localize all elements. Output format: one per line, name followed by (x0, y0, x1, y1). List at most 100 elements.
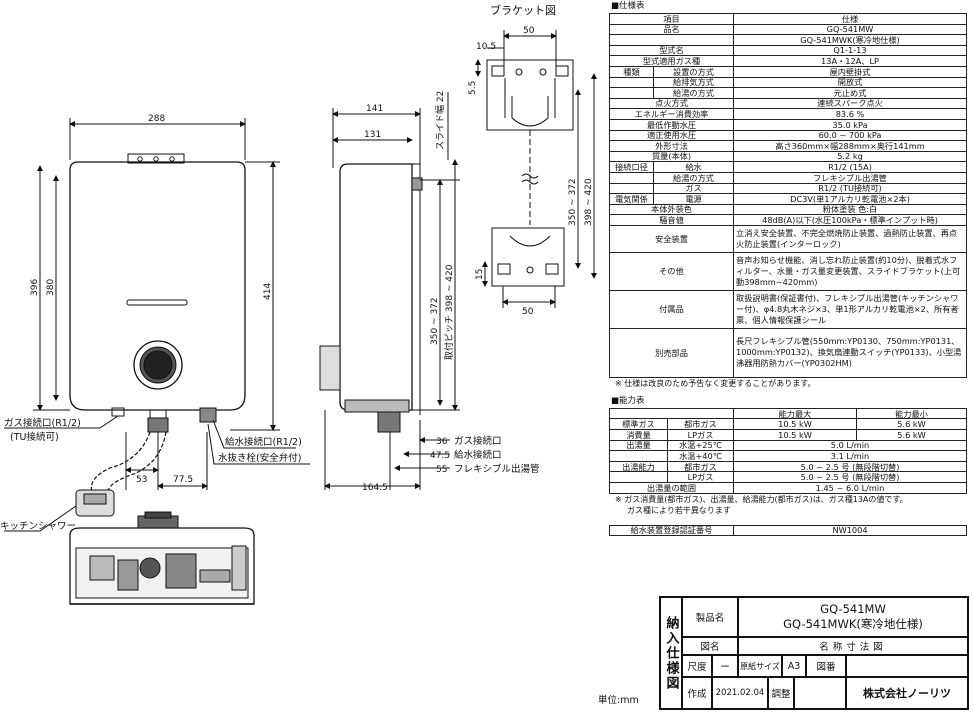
title-block: 納入仕様図 製品名 GQ-541MW GQ-541MWK(寒冷地仕様) 図名 名… (659, 596, 969, 710)
callout-water: 給水接続口(R1/2) (225, 436, 302, 448)
perf-sub: 水温+25℃ (667, 439, 734, 452)
callout-gas-sub: (TU接続可) (10, 431, 59, 443)
callout-drain: 水抜き栓(安全弁付) (218, 452, 301, 464)
spec-key: 騒音値 (608, 214, 735, 226)
spec-value-other: 音声お知らせ機能、消し忘れ防止装置(約10分)、脱着式水フィルター、水量・ガス量… (733, 251, 967, 291)
perf-min: 5.6 kW (856, 429, 967, 441)
perf-sub: LPガス (667, 471, 734, 484)
spec-value: 35.0 kPa (733, 118, 967, 131)
bracket-dim-15: 15 (475, 269, 485, 280)
spec-key: 外形寸法 (608, 140, 735, 152)
front-callouts: ガス接続口(R1/2) (TU接続可) 給水接続口(R1/2) 水抜き栓(安全弁… (0, 417, 302, 532)
spec-value: 屋内壁掛式 (733, 65, 967, 78)
tb-paper-label: 原紙サイズ (738, 655, 782, 677)
spec-row: 給排気方式開放式 (609, 76, 967, 89)
spec-row: 点火方式連続スパーク点火 (608, 97, 967, 110)
spec-value: 粉体塗装 色:白 (733, 203, 967, 216)
perf-value: 5.0 L/min (733, 439, 967, 452)
bracket-dim-398-420: 398 ~ 420 (584, 178, 594, 226)
dim-pitch: 取付ピッチ 398 ~ 420 (444, 264, 455, 360)
spec-key: 型式名 (608, 44, 735, 57)
spec-note: ※ 仕様は改良のため予告なく変更することがあります。 (615, 378, 816, 388)
spec-key: 適正使用水圧 (608, 129, 735, 142)
spec-value: DC3V(単1アルカリ乾電池×2本) (733, 193, 967, 205)
tb-product-label: 製品名 (682, 597, 738, 637)
spec-row: 給湯の方式フレキシブル出湯管 (609, 171, 967, 184)
spec-key: エネルギー消費効率 (608, 108, 735, 120)
spec-value: 13A・12A、LP (733, 55, 967, 67)
bottom-view (69, 511, 255, 605)
tb-check (794, 677, 846, 709)
spec-group (609, 182, 654, 195)
spec-value-acc: 取扱説明書(保証書付)、フレキシブル出湯管(キッチンシャワー付)、φ4.8丸木ネ… (733, 289, 967, 329)
tb-date: 2021.02.04 (712, 677, 768, 709)
perf-value: 1.45 ~ 6.0 L/min (733, 482, 967, 494)
front-dims: 288 396 380 414 53 77.5 (30, 114, 273, 485)
dim-350-372: 350 ~ 372 (430, 297, 440, 345)
dim-53: 53 (136, 475, 147, 485)
bracket-dim-10-5: 10.5 (476, 42, 496, 52)
perf-group: 標準ガス (609, 418, 668, 431)
tb-drawing-label: 図名 (682, 637, 738, 655)
spec-key: 点火方式 (608, 97, 735, 110)
spec-header-value: 仕様 (733, 13, 967, 25)
spec-value: 元止め式 (733, 87, 967, 99)
spec-value: 48dB(A)以下(水圧100kPa・標準インプット時) (733, 214, 967, 226)
perf-value: 5.0 ~ 2.5 号 (無段階切替) (733, 460, 967, 473)
tb-product-1: GQ-541MW (820, 602, 886, 616)
spec-key: 本体外装色 (608, 203, 735, 216)
dim-288: 288 (148, 114, 165, 124)
approval-label: 給水装置登録認証番号 (609, 524, 734, 537)
tb-product: GQ-541MW GQ-541MWK(寒冷地仕様) (738, 597, 968, 637)
bracket-dims: ブラケット図 50 10.5 5.5 350 ~ 372 398 ~ 420 5… (468, 3, 594, 317)
spec-value-opt: 長尺フレキシブル管(550mm:YP0130、750mm:YP0131、1000… (733, 327, 967, 378)
dim-131: 131 (364, 130, 381, 140)
perf-group: 出湯量 (609, 439, 668, 452)
spec-row: 質量(本体)5.2 kg (608, 150, 967, 163)
spec-subkey: ガス (652, 182, 735, 195)
spec-subkey: 給排気方式 (652, 76, 735, 89)
spec-value: フレキシブル出湯管 (733, 171, 967, 184)
callout-shower: キッチンシャワー (0, 521, 76, 532)
tb-drawing-no-label: 図番 (806, 655, 846, 677)
spec-key-acc: 付属品 (608, 289, 735, 329)
spec-value: 60.0 ~ 700 kPa (733, 129, 967, 142)
spec-subkey: 設置の方式 (652, 65, 735, 78)
side-dims: 141 131 スライド幅 22 350 ~ 372 取付ピッチ 398 ~ 4… (362, 91, 455, 493)
side-callouts: ガス接続口 給水接続口 フレキシブル出湯管 (454, 435, 540, 475)
spec-group (609, 171, 654, 184)
tb-made-label: 作成 (682, 677, 712, 709)
bracket-dim-50: 50 (523, 26, 535, 36)
perf-note-1: ※ ガス消費量(都市ガス)、出湯量、給湯能力(都市ガス)は、ガス種13Aの値です… (615, 494, 908, 504)
tb-scale: ー (712, 655, 738, 677)
spec-group (609, 87, 654, 99)
tb-drawing-name: 名称寸法図 (738, 637, 968, 655)
perf-value: 3.1 L/min (733, 450, 967, 462)
perf-sub: 都市ガス (667, 418, 734, 431)
dim-77-5: 77.5 (173, 475, 193, 485)
spec-row: GQ-541MWK(寒冷地仕様) (608, 34, 967, 46)
side-callout-water: 給水接続口 (454, 449, 502, 461)
dim-slide: スライド幅 22 (434, 91, 446, 150)
perf-title: ■能力表 (611, 395, 645, 406)
spec-subkey: 給湯の方式 (652, 171, 735, 184)
spec-row-acc: 付属品取扱説明書(保証書付)、フレキシブル出湯管(キッチンシャワー付)、φ4.8… (608, 289, 967, 329)
perf-group (609, 450, 668, 462)
tb-side-label: 納入仕様図 (660, 597, 682, 709)
callout-gas: ガス接続口(R1/2) (4, 417, 81, 429)
spec-row: 種類設置の方式屋内壁掛式 (609, 65, 967, 78)
spec-title: ■仕様表 (611, 1, 645, 11)
